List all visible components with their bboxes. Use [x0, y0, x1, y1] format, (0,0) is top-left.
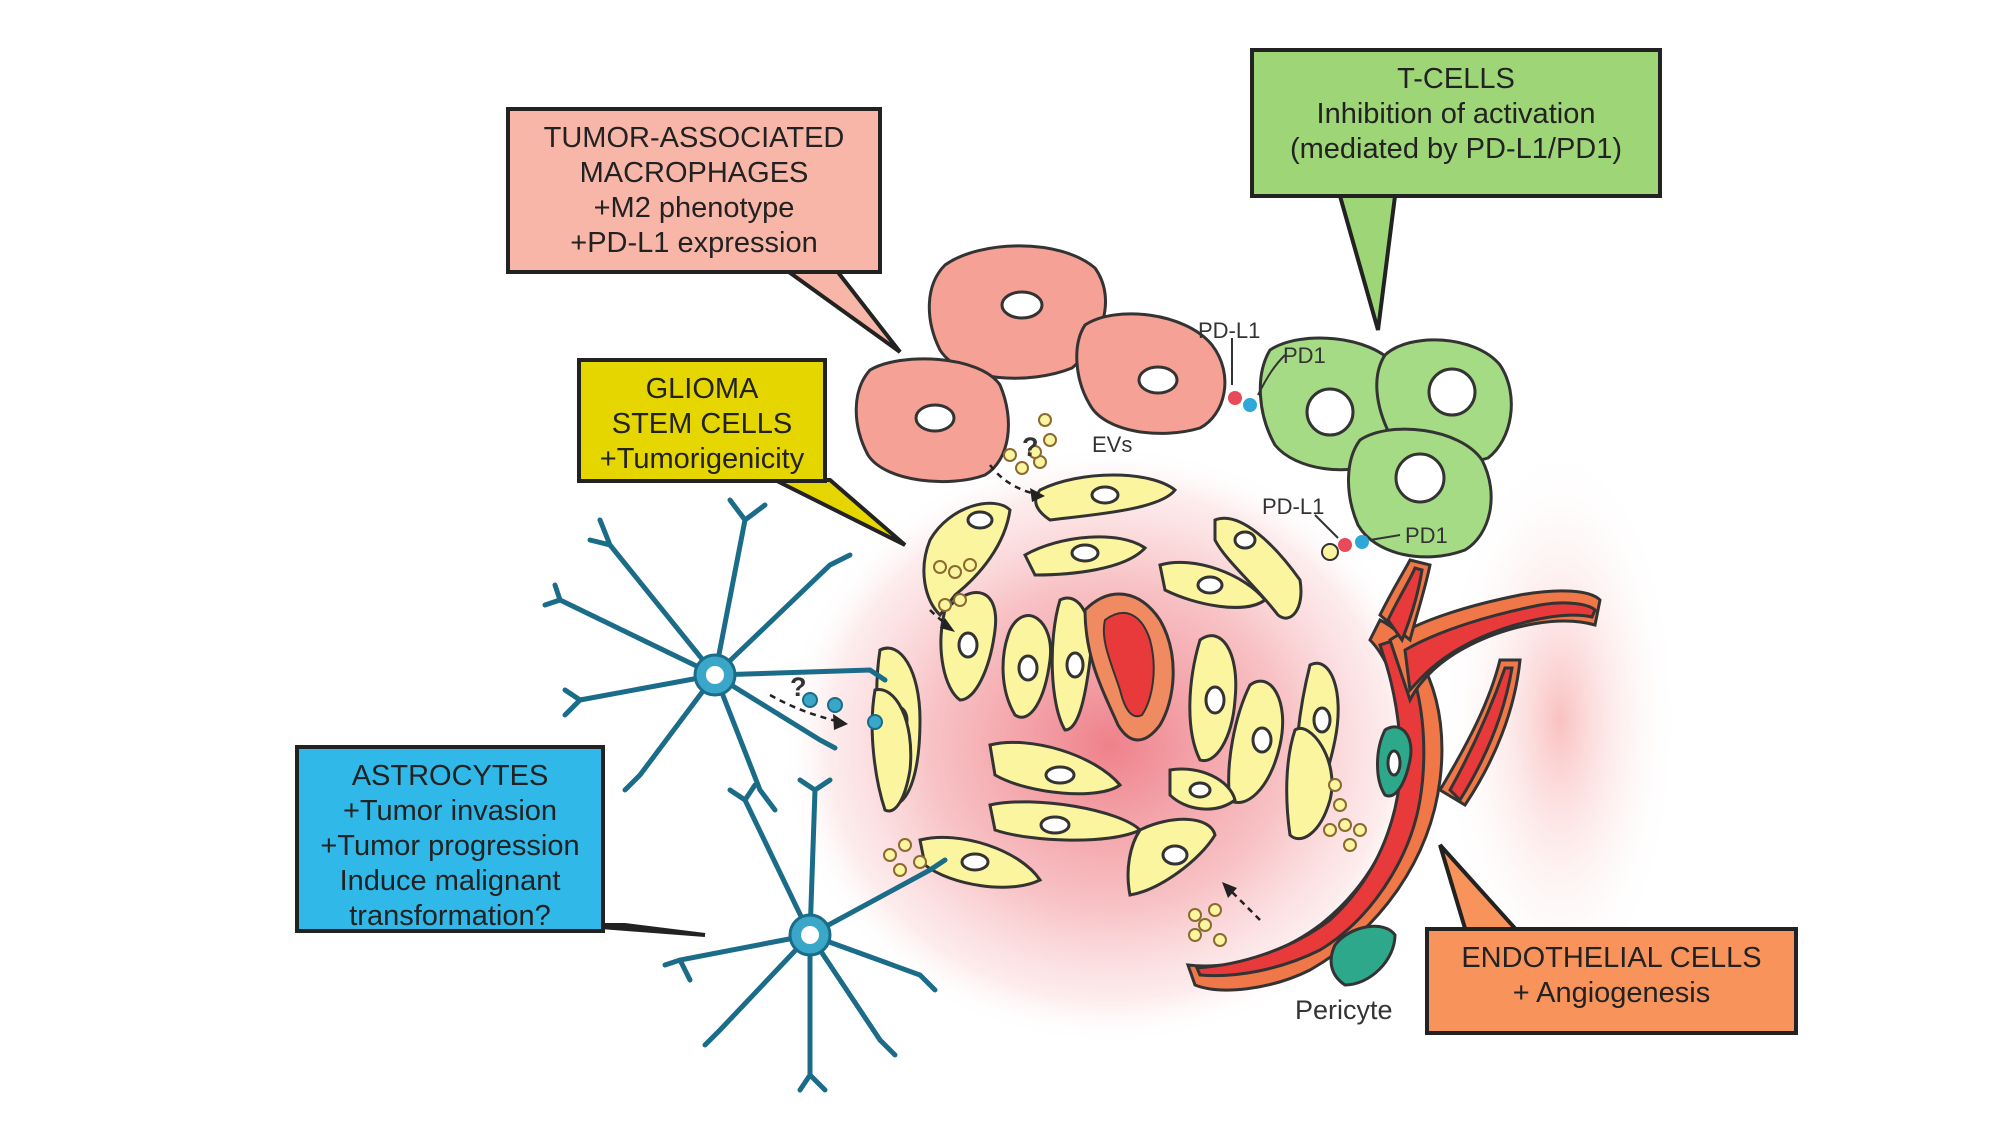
pd1-top-leader [1257, 354, 1286, 396]
glioma-nucleus [1090, 485, 1120, 505]
central-vessel [1083, 592, 1175, 742]
extracellular-vesicles [883, 413, 1367, 947]
glioma-nucleus [960, 852, 990, 872]
evs-label: EVs [1092, 432, 1133, 457]
vessel-glow [1440, 440, 1680, 1000]
callout-text-line: (mediated by PD-L1/PD1) [1289, 133, 1623, 165]
glioma-cell [1285, 726, 1334, 841]
glioma-nucleus [1039, 815, 1071, 835]
callout-text-line: Induce malignant [339, 865, 561, 897]
pd1-bottom-label: PD1 [1405, 523, 1448, 548]
vessel-trunk-lumen [1386, 566, 1424, 644]
glioma-nucleus [1070, 543, 1100, 563]
glioma-nucleus [1204, 685, 1226, 715]
callout-title-line: ASTROCYTES [351, 760, 549, 792]
astrocytes-callout: ASTROCYTES+Tumor invasion+Tumor progress… [295, 745, 605, 933]
vessel-upper-lumen [1448, 666, 1514, 803]
astrocyte-lower [662, 777, 948, 1093]
glioma-nucleus [1251, 726, 1273, 754]
pdl1-bottom-label: PD-L1 [1262, 494, 1325, 519]
central-vessel-lumen [1102, 611, 1155, 718]
glioma-nucleus [1312, 706, 1332, 734]
pdl1-bottom-marker [1338, 538, 1352, 552]
callout-text-line: +Tumor invasion [342, 795, 558, 827]
pd1-top-label: PD1 [1283, 343, 1326, 368]
callout-text-line: +Tumorigenicity [599, 443, 805, 475]
glioma-nucleus [1161, 844, 1189, 866]
glioma-nucleus [1196, 575, 1224, 595]
pericyte-cell [1329, 924, 1397, 987]
t-cells [1258, 336, 1513, 559]
pericyte-label: Pericyte [1295, 995, 1393, 1025]
pd-markers [1228, 338, 1401, 561]
macrophage-nucleus [1137, 365, 1179, 395]
callout-title-line: ENDOTHELIAL CELLS [1461, 942, 1762, 974]
macrophage-cells [854, 244, 1227, 484]
glioma-nucleus [1065, 651, 1085, 679]
callout-title-line: TUMOR-ASSOCIATED [543, 122, 845, 154]
vessel-to-glioma-arrow [1227, 887, 1261, 921]
callout-text-line: transformation? [349, 900, 551, 932]
astrocyte-upper [542, 497, 888, 813]
t-cell-nucleus [1427, 367, 1477, 417]
pd1-bottom-marker [1355, 535, 1369, 549]
glioma-nucleus [1017, 654, 1039, 682]
pdl1-bottom-leader [1314, 514, 1339, 539]
vessel-branch-lumen [1403, 601, 1597, 694]
callout-title-line: MACROPHAGES [579, 157, 809, 189]
pericytes [1329, 725, 1413, 987]
callout-text-line: +PD-L1 expression [570, 227, 818, 259]
callout-title-line: T-CELLS [1397, 63, 1515, 95]
callout-title-line: STEM CELLS [611, 408, 793, 440]
pericyte-nucleus [1386, 749, 1402, 777]
macrophages-callout-tail [768, 260, 902, 354]
glioma-callout-tail [774, 478, 907, 547]
ev-vesicle [1321, 543, 1339, 561]
callout-text-line: Inhibition of activation [1316, 98, 1596, 130]
callout-text-line: +M2 phenotype [593, 192, 795, 224]
question-mark-macrophage: ? [1022, 432, 1039, 462]
blood-vessel [1185, 558, 1602, 992]
macrophage-nucleus [914, 403, 956, 433]
endothelial-callout: ENDOTHELIAL CELLS+ Angiogenesis [1425, 927, 1798, 1035]
pd1-bottom-leader [1369, 534, 1401, 541]
t-cell-nucleus [1305, 387, 1355, 437]
glioma-cells [870, 473, 1340, 897]
question-mark-astrocyte: ? [790, 672, 807, 702]
astrocyte-vesicles [802, 692, 883, 730]
glioma-nucleus [966, 510, 994, 530]
pd1-top-marker [1243, 398, 1257, 412]
t-cell-nucleus [1394, 452, 1446, 504]
tcells-callout-tail [1337, 194, 1398, 331]
glioma-nucleus [1188, 781, 1212, 799]
macrophage-nucleus [1000, 290, 1044, 320]
glioma-nucleus [1044, 765, 1076, 785]
astrocyte-nucleus [801, 926, 819, 944]
callout-text-line: +Tumor progression [320, 830, 580, 862]
glioma-nucleus [1233, 530, 1257, 550]
callout-title-line: GLIOMA [645, 373, 759, 405]
astrocyte-nucleus [706, 666, 724, 684]
callout-text-line: + Angiogenesis [1512, 977, 1711, 1009]
pdl1-top-label: PD-L1 [1198, 318, 1261, 343]
pdl1-top-marker [1228, 391, 1242, 405]
glioma-nucleus [957, 631, 979, 659]
arrowheads [833, 488, 1237, 898]
